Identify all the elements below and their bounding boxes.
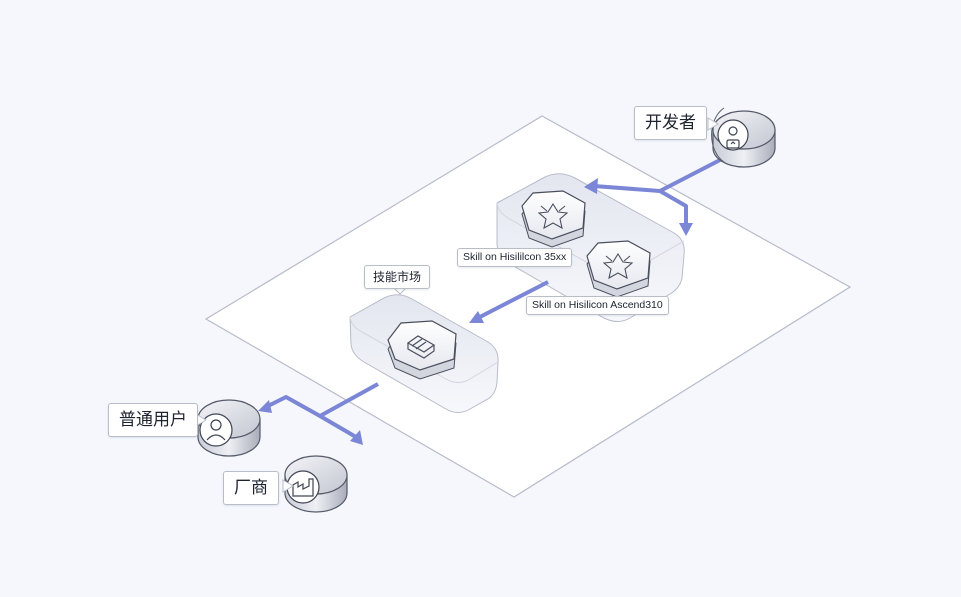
connector-arrows: [265, 158, 721, 439]
distribution-arrow-branch: [318, 414, 358, 439]
arrow-heads: [258, 178, 693, 445]
skill-ascend310-label: Skill on Hisilicon Ascend310: [526, 296, 669, 315]
chip-icon: [537, 202, 569, 230]
user-node: [197, 399, 261, 457]
vendor-node: [284, 455, 348, 513]
developer-node: [711, 107, 776, 168]
market-box: [387, 320, 457, 380]
distribution-arrow: [265, 382, 379, 418]
label-pointers: [195, 117, 719, 493]
skill-market-icon: [406, 335, 436, 359]
developer-badge-icon: [717, 119, 749, 151]
developer-arrow-branch: [659, 189, 688, 226]
chip-ascend310: [586, 240, 651, 298]
skill-35xx-label: Skill on Hisililcon 35xx: [457, 248, 573, 267]
skill-market-label: 技能市场: [364, 265, 431, 289]
user-label: 普通用户: [108, 403, 198, 437]
chip-icon: [602, 252, 634, 280]
developer-label: 开发者: [634, 106, 707, 140]
person-icon: [199, 413, 233, 447]
vendor-label: 厂商: [223, 471, 279, 505]
chip-35xx: [521, 190, 586, 248]
market-arrow: [475, 280, 549, 321]
